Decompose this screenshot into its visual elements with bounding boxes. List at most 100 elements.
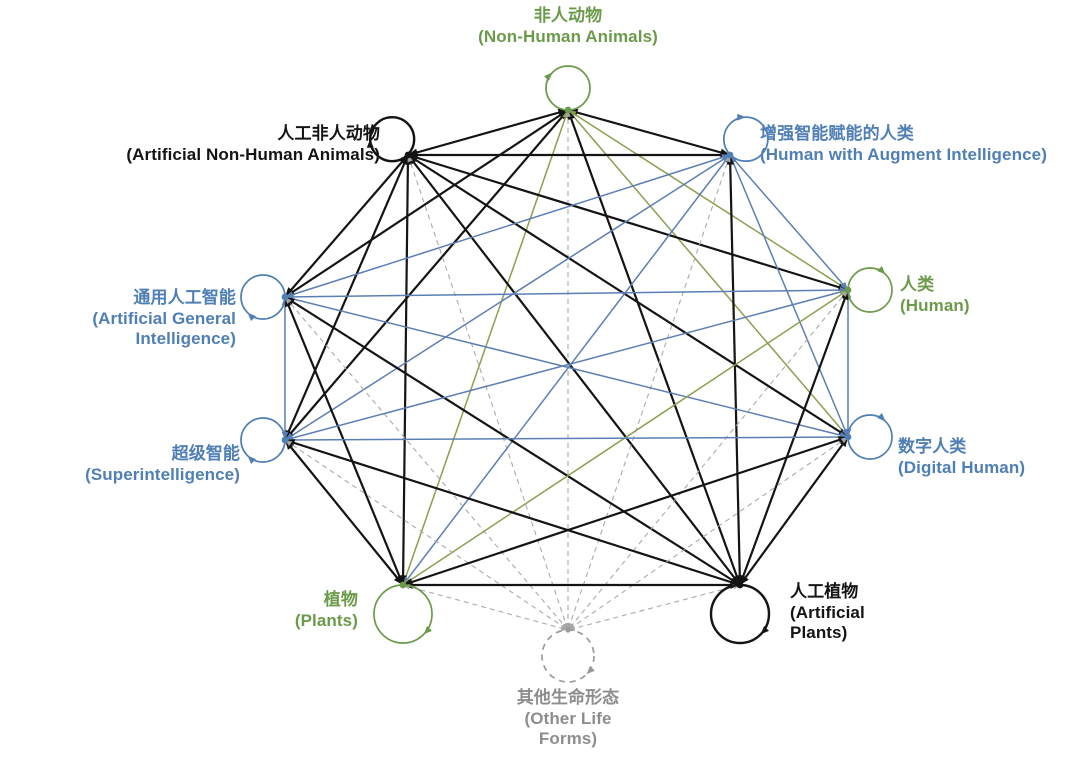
edges-layer xyxy=(281,108,852,631)
node-label-cn: 数字人类 xyxy=(898,437,967,456)
edge-line xyxy=(407,153,849,292)
self-loop-arrowhead xyxy=(543,72,553,81)
node-label-cn: 通用人工智能 xyxy=(133,288,236,307)
node-label-en: (Non-Human Animals) xyxy=(478,26,658,46)
edge-line xyxy=(284,289,849,441)
self-loop-circle xyxy=(373,584,433,644)
edge-artificial-non-human-animals--human-with-augment-intelligence xyxy=(408,151,730,159)
edge-line xyxy=(728,154,742,586)
node-label-cn: 人工植物 xyxy=(790,582,859,601)
self-loop-arrowhead xyxy=(760,625,769,635)
node-label-non-human-animals: 非人动物(Non-Human Animals) xyxy=(358,6,778,47)
node-label-cn: 非人动物 xyxy=(533,6,603,25)
edge-plants--artificial-plants xyxy=(403,581,740,589)
edge-line xyxy=(566,109,742,586)
node-artificial-plants[interactable] xyxy=(736,581,744,589)
node-label-other-life-forms: 其他生命形态(Other Life Forms) xyxy=(358,688,778,750)
self-loop-circle xyxy=(240,274,286,320)
node-artificial-general-intelligence[interactable] xyxy=(281,293,289,301)
node-label-cn: 植物 xyxy=(323,590,358,609)
self-loop-circle xyxy=(709,583,771,645)
node-label-cn: 增强智能赋能的人类 xyxy=(760,124,914,143)
self-loop-non-human-animals xyxy=(543,65,591,111)
self-loop-arrowhead xyxy=(366,139,374,148)
node-human-with-augment-intelligence[interactable] xyxy=(726,151,734,159)
node-other-life-forms[interactable] xyxy=(565,627,571,633)
self-loop-arrowhead xyxy=(247,455,256,465)
edge-artificial-general-intelligence--superintelligence xyxy=(281,297,289,440)
node-label-artificial-general-intelligence: 通用人工智能(Artificial General Intelligence) xyxy=(0,288,236,350)
node-label-en: (Artificial General Intelligence) xyxy=(92,308,236,349)
edge-artificial-non-human-animals--artificial-general-intelligence xyxy=(284,154,409,298)
edge-artificial-non-human-animals--digital-human xyxy=(407,154,849,438)
edge-non-human-animals--human-with-augment-intelligence xyxy=(567,108,731,157)
self-loop-superintelligence xyxy=(240,417,286,465)
node-label-cn: 人工非人动物 xyxy=(277,124,380,143)
node-label-en: (Superintelligence) xyxy=(85,464,240,484)
self-loop-arrowhead xyxy=(877,412,886,422)
self-loop-artificial-non-human-animals xyxy=(366,115,416,163)
edge-line xyxy=(283,154,410,441)
edge-human--other-life-forms xyxy=(567,289,849,631)
edge-line xyxy=(284,439,404,586)
edge-digital-human--plants xyxy=(402,435,849,587)
node-digital-human[interactable] xyxy=(844,433,852,441)
node-plants[interactable] xyxy=(399,581,407,589)
node-artificial-non-human-animals[interactable] xyxy=(404,151,412,159)
node-label-en: (Other Life Forms) xyxy=(524,708,612,749)
node-human[interactable] xyxy=(844,286,852,294)
self-loop-human-with-augment-intelligence xyxy=(722,113,769,163)
edge-line xyxy=(407,154,849,438)
edge-line xyxy=(284,296,849,438)
edge-line xyxy=(407,108,569,157)
edge-line xyxy=(402,435,849,587)
edge-non-human-animals--artificial-non-human-animals xyxy=(407,108,569,157)
node-label-en: (Artificial Plants) xyxy=(790,602,865,643)
edge-plants--other-life-forms xyxy=(402,584,569,631)
node-label-artificial-plants: 人工植物(Artificial Plants) xyxy=(790,582,1080,644)
edge-line xyxy=(567,584,741,631)
edge-line xyxy=(284,154,731,298)
self-loop-circle xyxy=(541,629,595,683)
edge-digital-human--artificial-plants xyxy=(739,436,849,586)
edge-line xyxy=(567,289,849,631)
edge-line xyxy=(729,154,849,438)
edge-artificial-non-human-animals--other-life-forms xyxy=(407,154,569,631)
edge-line xyxy=(567,108,731,157)
edge-artificial-general-intelligence--other-life-forms xyxy=(284,296,569,631)
edge-line xyxy=(284,438,741,587)
node-label-cn: 其他生命形态 xyxy=(516,688,620,707)
edge-superintelligence--digital-human xyxy=(284,433,849,444)
self-loop-arrowhead xyxy=(423,625,432,635)
self-loop-arrowhead xyxy=(586,665,595,675)
edge-line xyxy=(284,289,849,298)
edge-human-with-augment-intelligence--superintelligence xyxy=(284,154,731,441)
edge-line xyxy=(283,296,405,586)
node-label-digital-human: 数字人类(Digital Human) xyxy=(898,437,1080,478)
self-loop-arrowhead xyxy=(737,113,746,121)
self-loop-circle xyxy=(722,116,769,163)
edge-line xyxy=(402,584,569,631)
edge-human--superintelligence xyxy=(284,288,849,442)
node-superintelligence[interactable] xyxy=(281,436,289,444)
edge-line xyxy=(739,436,849,586)
node-non-human-animals[interactable] xyxy=(564,106,572,114)
node-label-superintelligence: 超级智能(Superintelligence) xyxy=(0,444,240,485)
edge-artificial-general-intelligence--artificial-plants xyxy=(284,296,741,586)
edge-human-with-augment-intelligence--digital-human xyxy=(729,154,849,438)
node-label-en: (Plants) xyxy=(294,610,358,630)
edge-line xyxy=(284,439,569,631)
edge-line xyxy=(284,154,409,298)
node-label-en: (Human with Augment Intelligence) xyxy=(760,144,1047,164)
edge-artificial-non-human-animals--human xyxy=(407,153,849,292)
node-label-cn: 超级智能 xyxy=(171,444,240,463)
edge-non-human-animals--artificial-plants xyxy=(566,109,742,586)
self-loop-circle xyxy=(240,417,286,463)
nodes-layer xyxy=(281,106,852,633)
edge-line xyxy=(284,436,849,441)
edge-line xyxy=(284,109,569,441)
edge-line xyxy=(567,436,849,631)
node-label-artificial-non-human-animals: 人工非人动物(Artificial Non-Human Animals) xyxy=(0,124,380,165)
edge-arrowhead xyxy=(565,110,571,117)
